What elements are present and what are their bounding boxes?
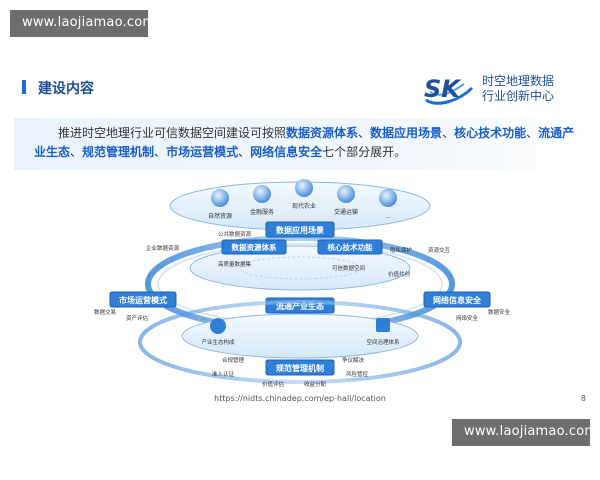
intro-part-7: 网络信息安全 bbox=[250, 145, 323, 159]
top-item-5: ... bbox=[385, 213, 391, 220]
intro-part-1: 数据资源体系 bbox=[286, 126, 359, 140]
apps-label-box bbox=[265, 221, 335, 238]
small-privacy: 隐私保护 bbox=[390, 246, 413, 254]
core-label-box bbox=[317, 239, 383, 255]
intro-part-2: 数据应用场景 bbox=[370, 126, 443, 140]
watermark-top: www.laojiamao.com bbox=[10, 10, 155, 37]
core-label: 核心技术功能 bbox=[328, 242, 373, 252]
market-label: 市场运营模式 bbox=[119, 295, 167, 305]
logo-mark-text: SK bbox=[424, 75, 462, 103]
small-interop: 资源交互 bbox=[428, 246, 451, 254]
footer-url: https://nidts.chinadep.com/ep-hall/locat… bbox=[214, 394, 386, 403]
intro-part-4: 流通产业生态 bbox=[34, 126, 575, 159]
bottom-ring bbox=[138, 300, 462, 384]
top-item-1: 自然资源 bbox=[208, 212, 232, 220]
intro-sep: 、 bbox=[238, 145, 251, 159]
lower-disc bbox=[181, 313, 419, 359]
intro-sep: 、 bbox=[526, 126, 539, 140]
title-marker bbox=[22, 80, 26, 94]
small-revenue: 收益分配 bbox=[304, 380, 327, 388]
small-dataspace: 可信数据空间 bbox=[332, 264, 365, 272]
norms-label: 规范管理机制 bbox=[276, 363, 324, 373]
small-access: 准入认证 bbox=[212, 370, 235, 378]
small-compliance: 合规管理 bbox=[222, 356, 245, 364]
intro-box: 推进时空地理行业可信数据空间建设可按照数据资源体系、数据应用场景、核心技术功能、… bbox=[14, 118, 586, 170]
intro-sep: 、 bbox=[154, 145, 167, 159]
security-label: 网络信息安全 bbox=[433, 295, 482, 305]
governance-icon bbox=[376, 318, 390, 332]
intro-sep: 、 bbox=[70, 145, 83, 159]
apps-label: 数据应用场景 bbox=[276, 225, 324, 235]
intro-part-6: 市场运营模式 bbox=[166, 145, 239, 159]
small-industry: 产业生态构成 bbox=[201, 338, 235, 346]
small-assets: 资产评估 bbox=[126, 314, 149, 322]
top-item-3: 现代农业 bbox=[292, 202, 316, 210]
globe-1: 自然资源 bbox=[208, 189, 232, 220]
resources-label-box bbox=[221, 239, 287, 255]
logo-line-2: 行业创新中心 bbox=[482, 89, 555, 103]
small-governance: 空间治理体系 bbox=[366, 338, 400, 346]
small-net-security: 网络安全 bbox=[456, 314, 479, 322]
intro-text: 推进时空地理行业可信数据空间建设可按照数据资源体系、数据应用场景、核心技术功能、… bbox=[34, 124, 579, 162]
presentation-slide: 建设内容 SK 时空地理数据 行业创新中心 推进时空地理行业可信数据空间建设可按… bbox=[0, 58, 600, 408]
middle-disc bbox=[189, 245, 411, 291]
small-dispute: 争议解决 bbox=[342, 356, 365, 364]
small-price: 价值评估 bbox=[262, 380, 285, 388]
small-public-data: 公共数据资源 bbox=[218, 230, 252, 238]
small-risk: 风险管控 bbox=[346, 370, 369, 378]
watermark-bottom: www.laojiamao.com bbox=[452, 419, 597, 446]
top-item-2: 金融服务 bbox=[250, 208, 274, 216]
small-enterprise-data: 企业数据资源 bbox=[146, 244, 180, 252]
middle-disc-inner bbox=[239, 256, 361, 280]
small-value: 价值共创 bbox=[388, 270, 410, 278]
intro-sep: 、 bbox=[442, 126, 455, 140]
intro-part-3: 核心技术功能 bbox=[454, 126, 527, 140]
intro-sep: 、 bbox=[358, 126, 371, 140]
logo-line-1: 时空地理数据 bbox=[482, 74, 555, 88]
logo: SK 时空地理数据 行业创新中心 bbox=[420, 70, 582, 114]
architecture-diagram: 自然资源 金融服务 现代农业 交通运输 ... 数据应用场景 数据资源体系 核心… bbox=[94, 179, 511, 388]
top-item-4: 交通运输 bbox=[334, 208, 358, 216]
flow-label: 流通产业生态 bbox=[276, 301, 324, 311]
small-data-security: 数据安全 bbox=[488, 308, 511, 316]
globe-2: 金融服务 bbox=[250, 185, 274, 216]
norms-label-box bbox=[265, 359, 335, 376]
globe-3: 现代农业 bbox=[292, 179, 316, 210]
small-quality: 高质量数据集 bbox=[218, 260, 252, 268]
security-label-box bbox=[423, 291, 491, 308]
logo-text: 时空地理数据 行业创新中心 bbox=[482, 74, 582, 104]
market-label-box bbox=[109, 291, 177, 308]
logo-mark: SK bbox=[424, 75, 474, 105]
resources-label: 数据资源体系 bbox=[232, 242, 277, 252]
intro-suffix: 七个部分展开。 bbox=[322, 145, 407, 159]
small-exchange: 数据交易 bbox=[94, 308, 116, 316]
slide-title: 建设内容 bbox=[38, 81, 94, 97]
intro-prefix: 推进时空地理行业可信数据空间建设可按照 bbox=[58, 126, 287, 140]
intro-part-5: 规范管理机制 bbox=[82, 145, 155, 159]
globe-5: ... bbox=[379, 189, 397, 220]
page-number: 8 bbox=[580, 394, 586, 403]
globe-4: 交通运输 bbox=[334, 185, 358, 216]
industry-icon bbox=[210, 318, 226, 334]
